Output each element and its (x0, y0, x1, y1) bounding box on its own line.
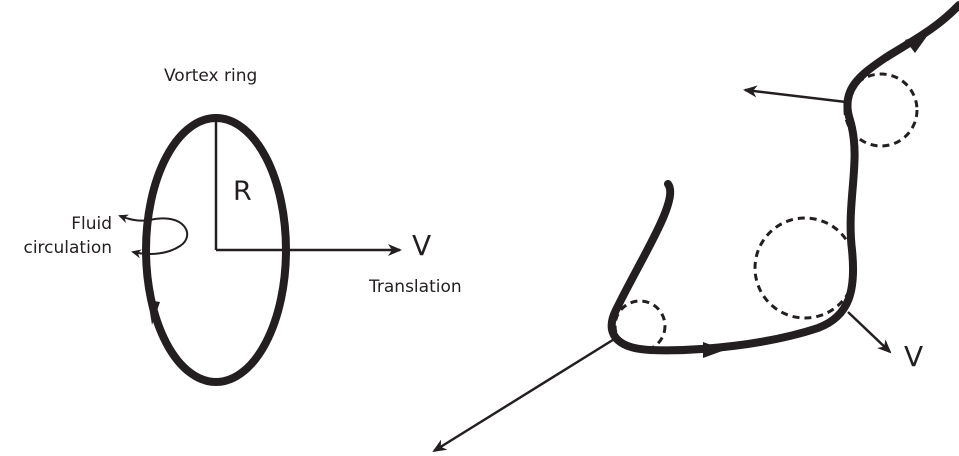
velocity-right-label: V (904, 340, 924, 373)
vortex-ring-label: Vortex ring (164, 66, 258, 86)
curvature-circle-large (753, 216, 857, 320)
curvature-circle-top (843, 72, 919, 148)
velocity-arrow-bottom (432, 336, 617, 453)
ring-direction-arrowhead-icon (148, 300, 160, 325)
translation-label: Translation (369, 277, 462, 297)
circulation-arrow-tail (118, 214, 151, 224)
vortex-filament (607, 1, 959, 355)
curvature-circle-small (613, 299, 667, 353)
fluid-circulation-line1: Fluid (71, 214, 112, 234)
fluid-circulation-label: Fluid circulation (2, 212, 112, 260)
vortex-filament-group (432, 1, 959, 453)
filament-arrowhead-icon-top (905, 32, 930, 53)
vortex-ring-group (118, 114, 402, 386)
velocity-arrow-right (847, 311, 892, 354)
radius-label: R (233, 176, 252, 207)
fluid-circulation-line2: circulation (23, 238, 112, 258)
velocity-left-label: V (412, 229, 432, 262)
velocity-arrow-top (743, 85, 847, 104)
circulation-arrow-icon (131, 217, 189, 259)
filament-arrowhead-icon (703, 342, 725, 358)
